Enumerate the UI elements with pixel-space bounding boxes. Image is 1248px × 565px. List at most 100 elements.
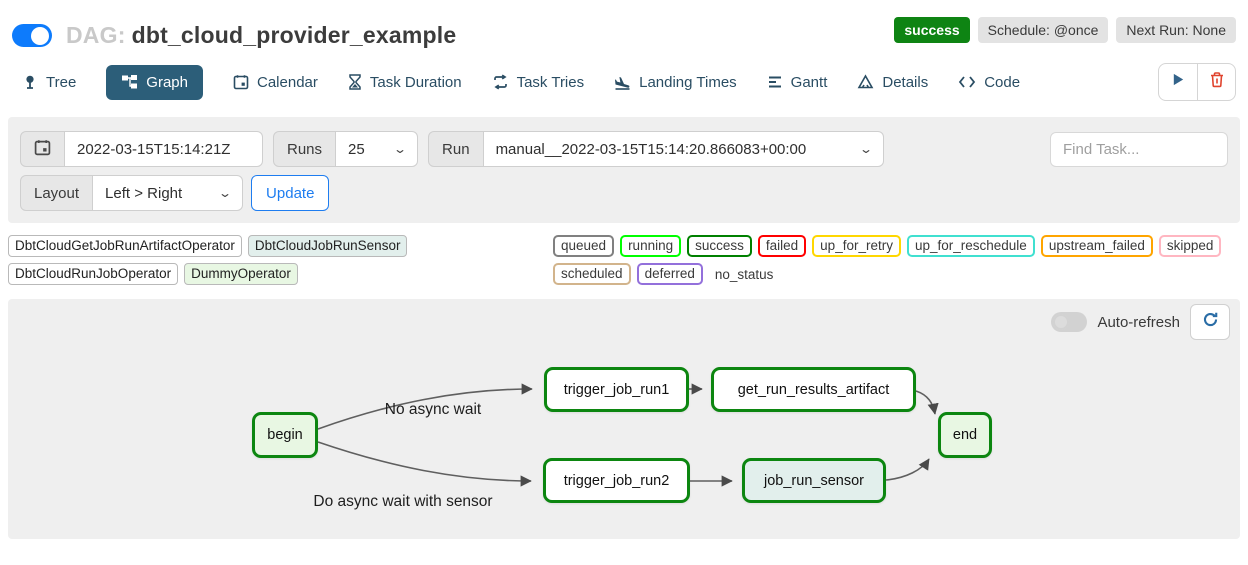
- tab-label: Landing Times: [639, 73, 737, 91]
- edge-label: Do async wait with sensor: [313, 493, 493, 510]
- edge-label: No async wait: [384, 401, 482, 418]
- tab-details[interactable]: Details: [857, 74, 928, 91]
- task-node-trigger_job_run2[interactable]: trigger_job_run2: [543, 458, 690, 503]
- find-task-input[interactable]: [1050, 131, 1228, 167]
- tab-label: Tree: [46, 73, 77, 91]
- status-legend-badge[interactable]: up_for_retry: [812, 235, 901, 257]
- gantt-icon: [767, 74, 783, 90]
- refresh-button[interactable]: [1190, 304, 1230, 340]
- calendar-addon: [20, 131, 65, 167]
- status-legend-badge[interactable]: success: [687, 235, 752, 257]
- repeat-icon: [492, 74, 509, 90]
- tab-tree[interactable]: Tree: [22, 74, 76, 91]
- run-label: Run: [428, 131, 484, 167]
- auto-refresh-label: Auto-refresh: [1097, 313, 1180, 331]
- base-date-input[interactable]: [65, 131, 263, 167]
- num-runs-group: Runs 25 ⌄: [273, 131, 419, 167]
- operator-badge: DummyOperator: [184, 263, 298, 285]
- operator-badge: DbtCloudRunJobOperator: [8, 263, 179, 285]
- task-node-begin[interactable]: begin: [252, 412, 318, 458]
- dag-header: DAG:dbt_cloud_provider_example success S…: [0, 0, 1248, 55]
- toggle-knob: [1053, 314, 1070, 330]
- auto-refresh-toggle[interactable]: [1051, 312, 1088, 332]
- filter-row-2: Layout Left > Right ⌄ Update: [20, 175, 1228, 211]
- tab-code[interactable]: Code: [958, 74, 1020, 91]
- tab-label: Code: [984, 73, 1021, 91]
- header-badges: success Schedule: @once Next Run: None: [894, 16, 1236, 43]
- tabs: Tree Graph Calendar Task Duration Task Tries…: [22, 64, 1020, 100]
- status-legend-badge[interactable]: up_for_reschedule: [906, 235, 1035, 257]
- run-select[interactable]: manual__2022-03-15T15:14:20.866083+00:00…: [483, 131, 884, 167]
- layout-label: Layout: [20, 175, 94, 211]
- graph-icon: [121, 74, 138, 90]
- status-badge[interactable]: success: [894, 16, 970, 43]
- tree-icon: [22, 74, 38, 90]
- run-value: manual__2022-03-15T15:14:20.866083+00:00: [495, 140, 807, 158]
- plane-landing-icon: [614, 74, 631, 90]
- toggle-knob: [31, 26, 49, 45]
- num-runs-value: 25: [348, 140, 365, 158]
- status-legend-badge[interactable]: skipped: [1158, 235, 1222, 257]
- task-node-get_run_results_artifact[interactable]: get_run_results_artifact: [711, 367, 916, 412]
- dag-title-prefix: DAG:: [66, 22, 126, 48]
- layout-value: Left > Right: [105, 184, 183, 202]
- chevron-down-icon: ⌄: [217, 186, 233, 200]
- view-tabbar: Tree Graph Calendar Task Duration Task Tries…: [0, 55, 1248, 111]
- dag-name: dbt_cloud_provider_example: [131, 22, 457, 48]
- next-run-badge: Next Run: None: [1116, 16, 1236, 43]
- calendar-icon: [233, 74, 249, 90]
- run-select-group: Run manual__2022-03-15T15:14:20.866083+0…: [428, 131, 884, 167]
- status-legend-badge[interactable]: upstream_failed: [1040, 235, 1153, 257]
- tab-graph[interactable]: Graph: [106, 64, 203, 100]
- tab-label: Task Tries: [516, 73, 585, 91]
- task-node-trigger_job_run1[interactable]: trigger_job_run1: [544, 367, 689, 412]
- runs-label: Runs: [273, 131, 337, 167]
- layout-group: Layout Left > Right ⌄: [20, 175, 244, 211]
- tab-calendar[interactable]: Calendar: [233, 74, 318, 91]
- task-node-end[interactable]: end: [938, 412, 992, 458]
- dag-action-buttons: [1158, 63, 1236, 101]
- task-node-job_run_sensor[interactable]: job_run_sensor: [742, 458, 886, 503]
- delete-dag-button[interactable]: [1197, 64, 1235, 100]
- tab-label: Details: [882, 73, 929, 91]
- status-legend-badge[interactable]: deferred: [636, 263, 703, 285]
- base-date-group: [20, 131, 263, 167]
- graph-filter-panel: Runs 25 ⌄ Run manual__2022-03-15T15:14:2…: [8, 117, 1240, 223]
- tab-label: Graph: [146, 73, 188, 91]
- update-button[interactable]: Update: [251, 175, 330, 211]
- trigger-dag-button[interactable]: [1159, 64, 1197, 100]
- dag-pause-toggle[interactable]: [12, 24, 52, 47]
- calendar-icon: [34, 139, 51, 160]
- filter-row-1: Runs 25 ⌄ Run manual__2022-03-15T15:14:2…: [20, 131, 1228, 167]
- tab-label: Gantt: [790, 73, 828, 91]
- status-legend-badge[interactable]: failed: [757, 235, 807, 257]
- code-icon: [958, 75, 976, 89]
- chevron-down-icon: ⌄: [858, 142, 873, 156]
- operator-badge: DbtCloudGetJobRunArtifactOperator: [8, 235, 242, 257]
- tab-task-duration[interactable]: Task Duration: [348, 74, 462, 91]
- tab-task-tries[interactable]: Task Tries: [492, 73, 585, 91]
- status-legend-badge[interactable]: queued: [553, 235, 615, 257]
- schedule-badge: Schedule: @once: [977, 16, 1109, 43]
- triangle-icon: [857, 74, 874, 90]
- play-icon: [1171, 72, 1186, 92]
- operator-badge: DbtCloudJobRunSensor: [247, 235, 408, 257]
- chevron-down-icon: ⌄: [392, 142, 408, 156]
- num-runs-select[interactable]: 25 ⌄: [336, 131, 419, 167]
- dag-edges: [317, 383, 939, 487]
- dag-graph-panel: Auto-refresh begin trigger_job_run1 get_ru…: [8, 299, 1240, 539]
- tab-landing-times[interactable]: Landing Times: [614, 74, 737, 91]
- graph-toolbar: Auto-refresh: [1051, 304, 1230, 340]
- hourglass-icon: [348, 74, 362, 90]
- status-legend-badge[interactable]: scheduled: [553, 263, 631, 285]
- status-legend-badge[interactable]: no_status: [708, 263, 780, 285]
- layout-select[interactable]: Left > Right ⌄: [93, 175, 244, 211]
- tab-label: Calendar: [257, 73, 318, 91]
- tab-gantt[interactable]: Gantt: [767, 73, 828, 91]
- tab-label: Task Duration: [369, 73, 462, 91]
- page-title: DAG:dbt_cloud_provider_example: [66, 22, 456, 49]
- status-legend-badge[interactable]: running: [620, 235, 682, 257]
